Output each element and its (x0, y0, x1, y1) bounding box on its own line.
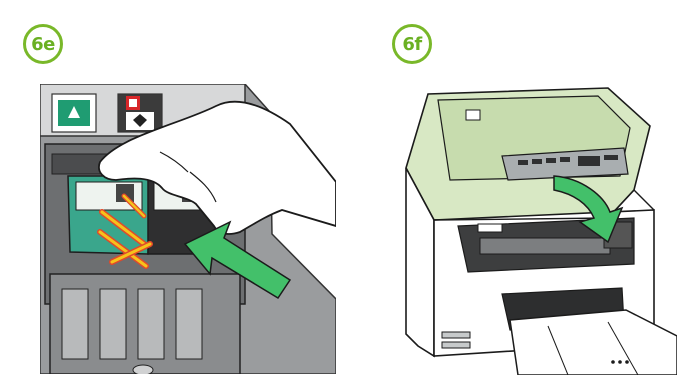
step-label-6e: 6e (31, 33, 55, 55)
hand-icon (98, 101, 336, 235)
paper-tray (509, 309, 677, 375)
memory-card-slot (441, 331, 471, 339)
step-badge-6f: 6f (392, 24, 432, 64)
step-badge-6e: 6e (23, 24, 63, 64)
insert-cartridge-illustration (40, 84, 336, 374)
close-lid-illustration (398, 86, 677, 375)
close-lid-arrow-icon (553, 175, 624, 244)
push-arrow-icon (183, 220, 292, 300)
step-label-6f: 6f (402, 33, 422, 55)
click-highlight-icon (97, 193, 153, 269)
hp-logo-icon (465, 109, 481, 121)
cartridge-carriage-drawing (40, 84, 336, 374)
printer-drawing (405, 87, 677, 375)
